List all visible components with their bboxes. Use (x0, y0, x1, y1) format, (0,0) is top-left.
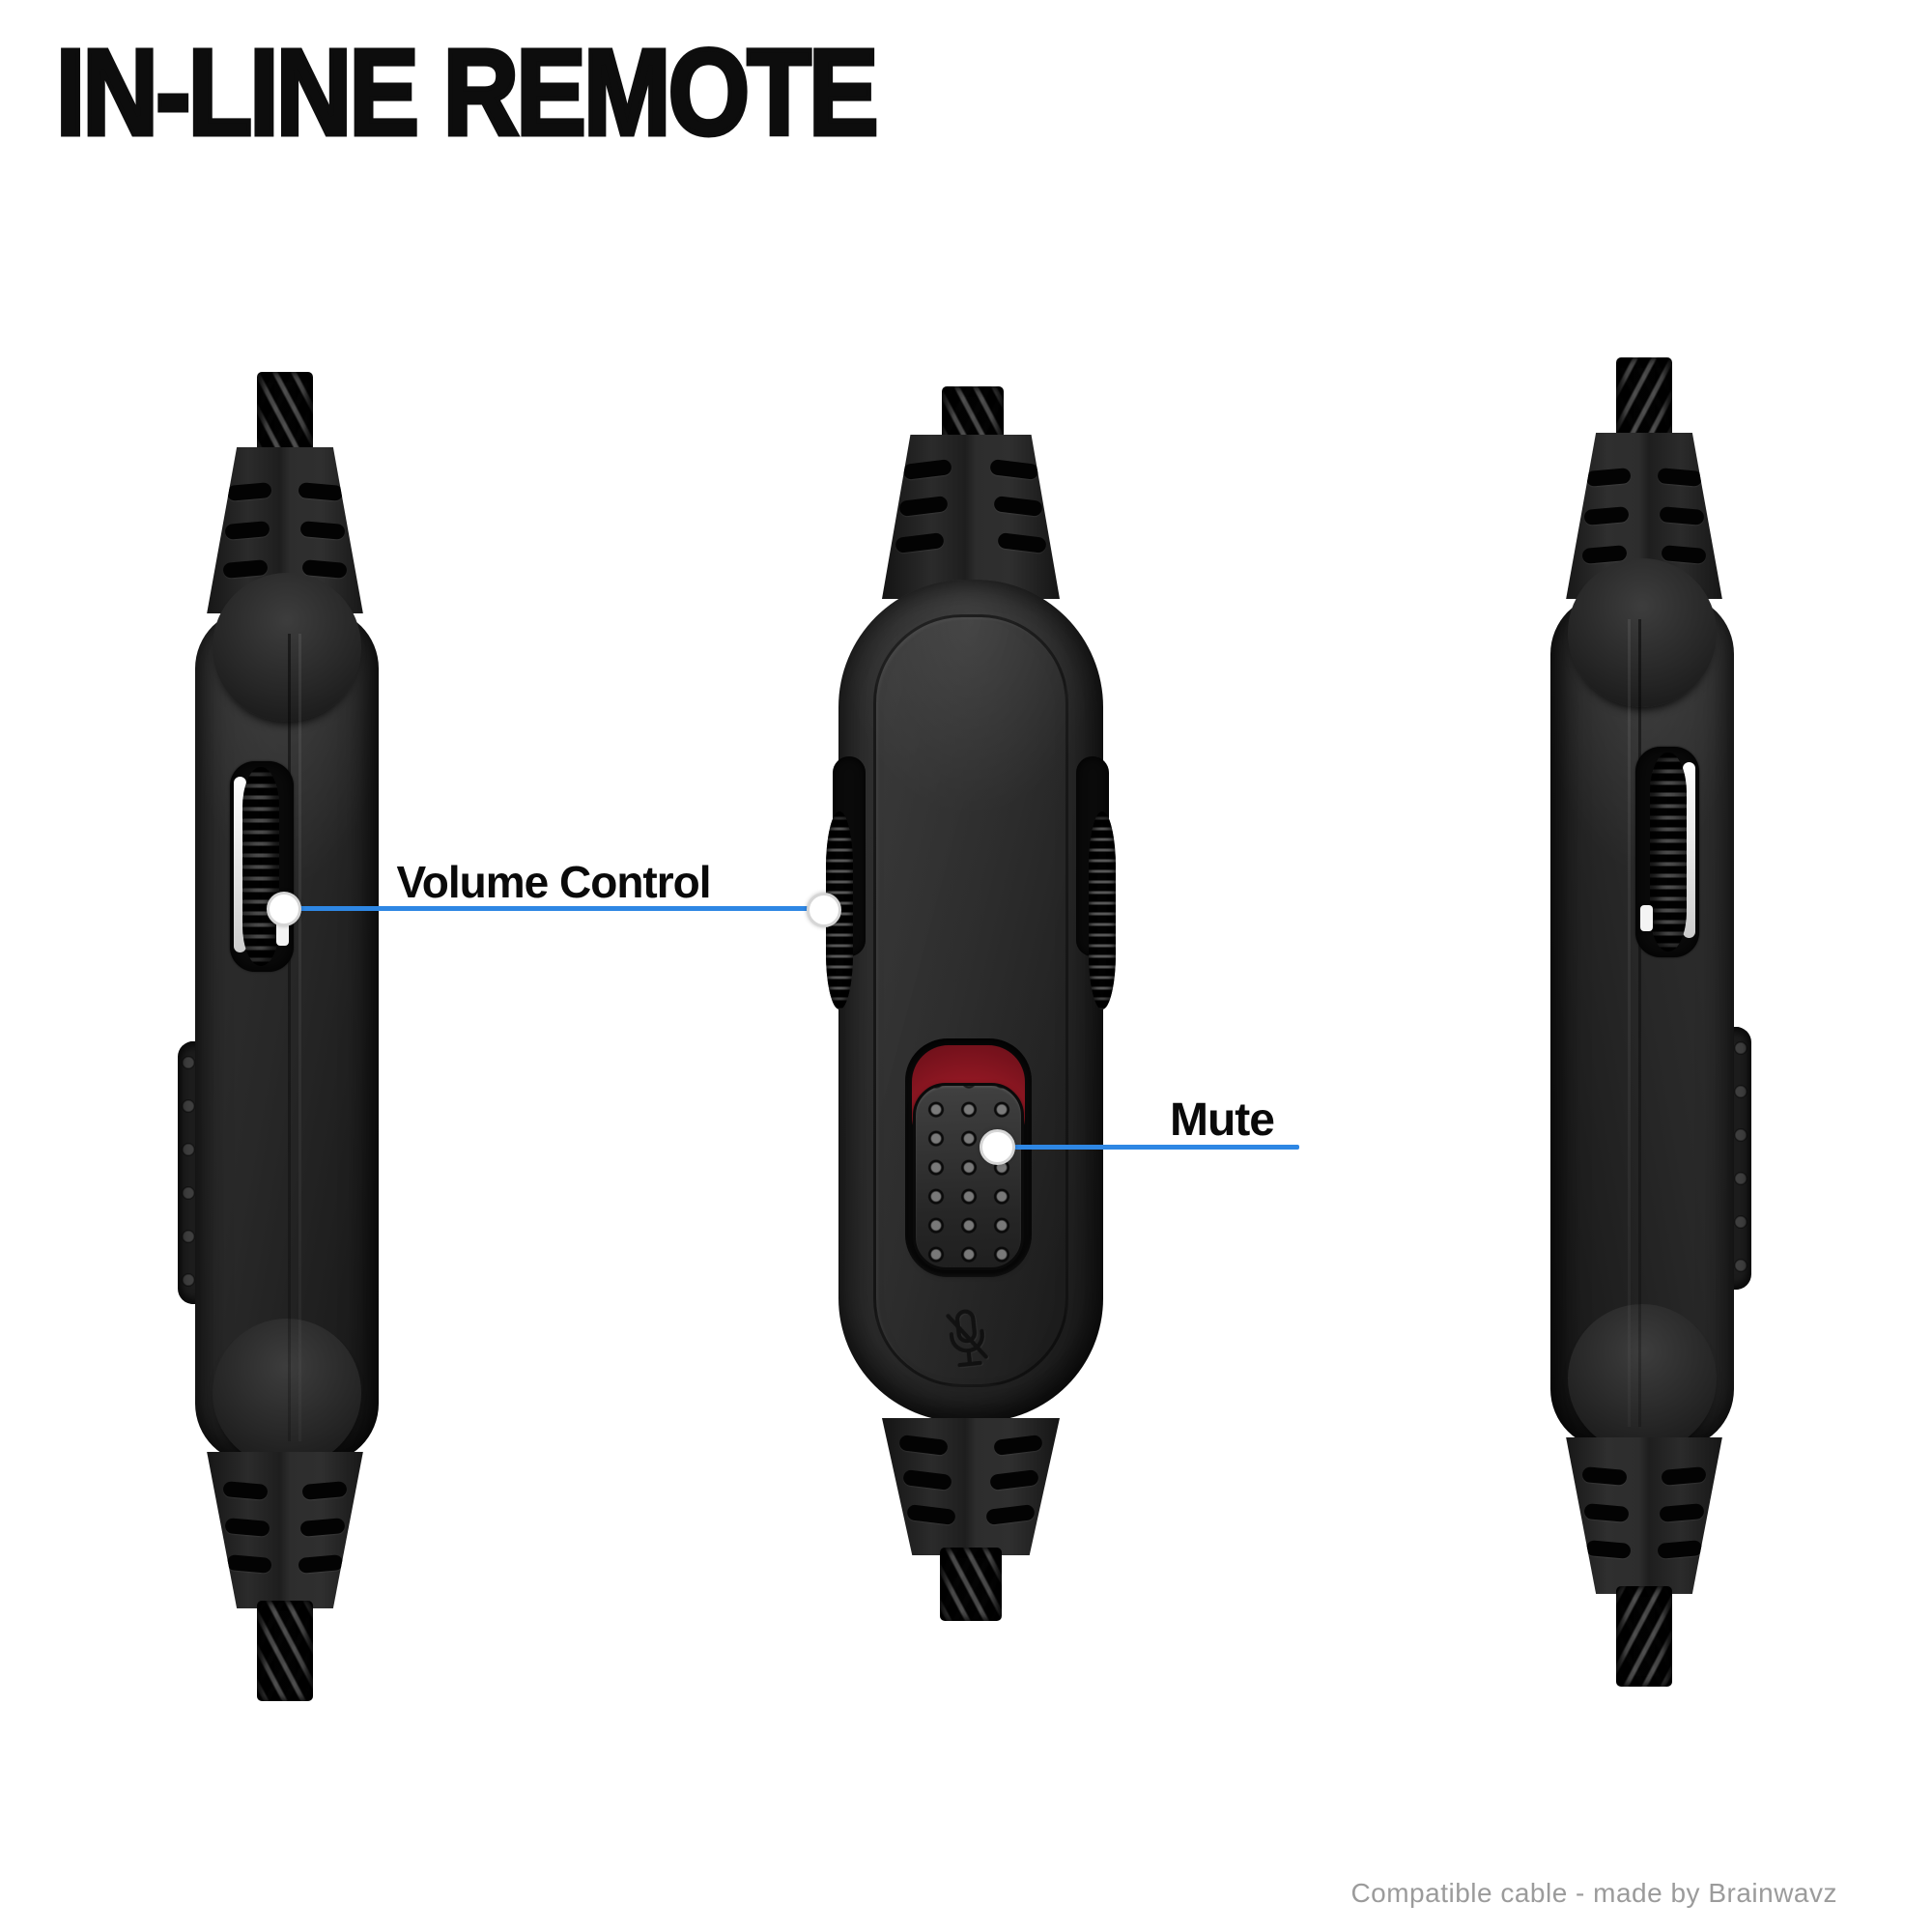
body-seam-highlight (298, 634, 301, 1441)
vent-slot (997, 532, 1047, 554)
vent-slot (1585, 1540, 1631, 1559)
vent-slot (902, 1469, 952, 1491)
cable-joint-bottom (213, 1319, 361, 1467)
remote-front-view (811, 386, 1130, 1623)
volume-wheel (242, 767, 279, 966)
cable-joint-top (213, 573, 361, 722)
vent-slot (299, 521, 346, 540)
braided-cable-bottom (1616, 1586, 1672, 1687)
vent-slot (222, 1481, 269, 1500)
body-seam-highlight (1628, 619, 1631, 1427)
remote-body (826, 580, 1116, 1422)
braided-cable-bottom (257, 1601, 313, 1701)
braided-cable-top (257, 372, 313, 461)
vent-slot (224, 521, 270, 540)
volume-marker-left (267, 892, 301, 926)
body-seam (1638, 619, 1641, 1427)
vent-slot (1583, 1503, 1629, 1522)
vent-slot (1581, 1466, 1627, 1486)
cable-joint-top (1568, 558, 1717, 707)
vent-slot (1661, 545, 1706, 564)
strain-relief-bottom (882, 1418, 1060, 1555)
remote-body (1550, 558, 1734, 1453)
vent-slot (298, 482, 344, 501)
vent-slot (906, 1504, 956, 1525)
vent-slot (222, 559, 269, 579)
vent-slot (226, 1554, 272, 1574)
vent-slot (895, 532, 945, 554)
strain-relief-bottom (1561, 1437, 1727, 1594)
page-title: IN-LINE REMOTE (54, 24, 881, 160)
vent-slot (1661, 1466, 1706, 1486)
vent-slot (1657, 468, 1702, 487)
vent-slot (993, 1435, 1043, 1456)
vent-slot (993, 496, 1043, 517)
mute-switch-well (905, 1038, 1032, 1277)
mute-marker (980, 1129, 1015, 1165)
remote-body (195, 573, 379, 1467)
mute-callout-line (997, 1145, 1299, 1150)
vent-slot (226, 482, 272, 501)
vent-slot (1659, 1503, 1704, 1522)
vent-slot (898, 496, 949, 517)
footer-credit: Compatible cable - made by Brainwavz (1350, 1878, 1837, 1908)
remote-side-view-left (145, 372, 396, 1705)
volume-wheel (1650, 753, 1687, 952)
vent-slot (989, 1469, 1039, 1491)
vent-slot (989, 459, 1039, 480)
vent-slot (301, 1481, 348, 1500)
vent-slot (224, 1518, 270, 1537)
vent-slot (1659, 506, 1704, 526)
vent-slot (1585, 468, 1631, 487)
cable-joint-bottom (1568, 1304, 1717, 1453)
strain-relief-top (882, 435, 1060, 599)
vent-slot (298, 1554, 344, 1574)
mute-label: Mute (1170, 1094, 1275, 1146)
vent-slot (985, 1504, 1036, 1525)
vent-slot (898, 1435, 949, 1456)
vent-slot (1583, 506, 1629, 526)
wheel-indicator-tooth (1640, 905, 1653, 931)
body-seam (288, 634, 291, 1441)
mute-slider-button (913, 1083, 1024, 1270)
volume-wheel-right-edge (1089, 811, 1116, 1009)
volume-marker-center (807, 893, 841, 927)
vent-slot (1657, 1540, 1702, 1559)
volume-label: Volume Control (396, 857, 711, 907)
mic-mute-icon (946, 1309, 988, 1368)
braided-cable-bottom (940, 1548, 1002, 1621)
vent-slot (902, 459, 952, 480)
volume-callout-line (284, 906, 824, 911)
remote-side-view-right (1533, 357, 1784, 1690)
strain-relief-bottom (207, 1452, 363, 1608)
vent-slot (299, 1518, 346, 1537)
